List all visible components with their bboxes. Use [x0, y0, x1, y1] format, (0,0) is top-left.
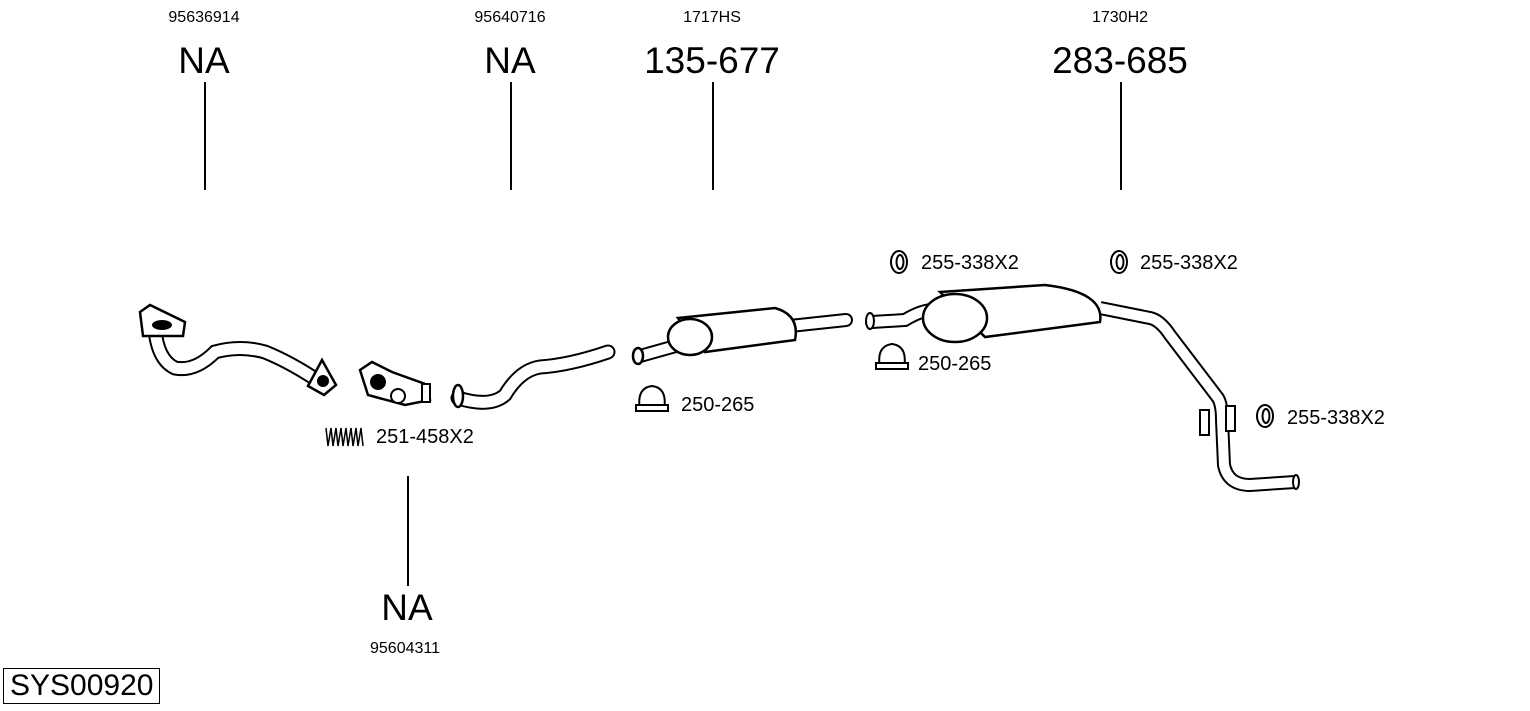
accessory-label[interactable]: 255-338X2: [1287, 407, 1385, 429]
accessory-label[interactable]: 250-265: [681, 394, 755, 416]
leader-line: [712, 82, 714, 190]
part-reference[interactable]: 135-677: [644, 40, 780, 81]
front-pipe[interactable]: [138, 303, 338, 397]
part-oem-number: 95640716: [474, 9, 546, 26]
clamp-icon: [635, 384, 669, 412]
part-reference[interactable]: NA: [178, 40, 230, 81]
rear-muffler[interactable]: [865, 283, 1300, 492]
catalyst-flange-piece[interactable]: [358, 360, 432, 407]
leader-line: [407, 476, 409, 586]
accessory-label[interactable]: 251-458X2: [376, 426, 474, 448]
part-reference[interactable]: NA: [484, 40, 536, 81]
part-oem-number: 95604311: [370, 640, 440, 657]
part-reference[interactable]: 283-685: [1052, 40, 1188, 81]
rubber-ring-icon: [890, 250, 1274, 428]
intermediate-pipe[interactable]: [450, 344, 616, 410]
center-muffler[interactable]: [631, 306, 853, 366]
diagram-id-box: SYS00920: [3, 668, 161, 704]
leader-line: [1120, 82, 1122, 190]
part-oem-number: 95636914: [168, 9, 240, 26]
part-oem-number: 1730H2: [1091, 9, 1149, 26]
leader-line: [204, 82, 206, 190]
clamp-icon: [875, 342, 909, 370]
part-reference[interactable]: NA: [381, 587, 433, 628]
accessory-label[interactable]: 255-338X2: [1140, 252, 1238, 274]
part-oem-number: 1717HS: [683, 9, 741, 26]
accessory-label[interactable]: 255-338X2: [921, 252, 1019, 274]
leader-line: [510, 82, 512, 190]
accessory-label[interactable]: 250-265: [918, 353, 992, 375]
spring-icon: [325, 427, 364, 447]
